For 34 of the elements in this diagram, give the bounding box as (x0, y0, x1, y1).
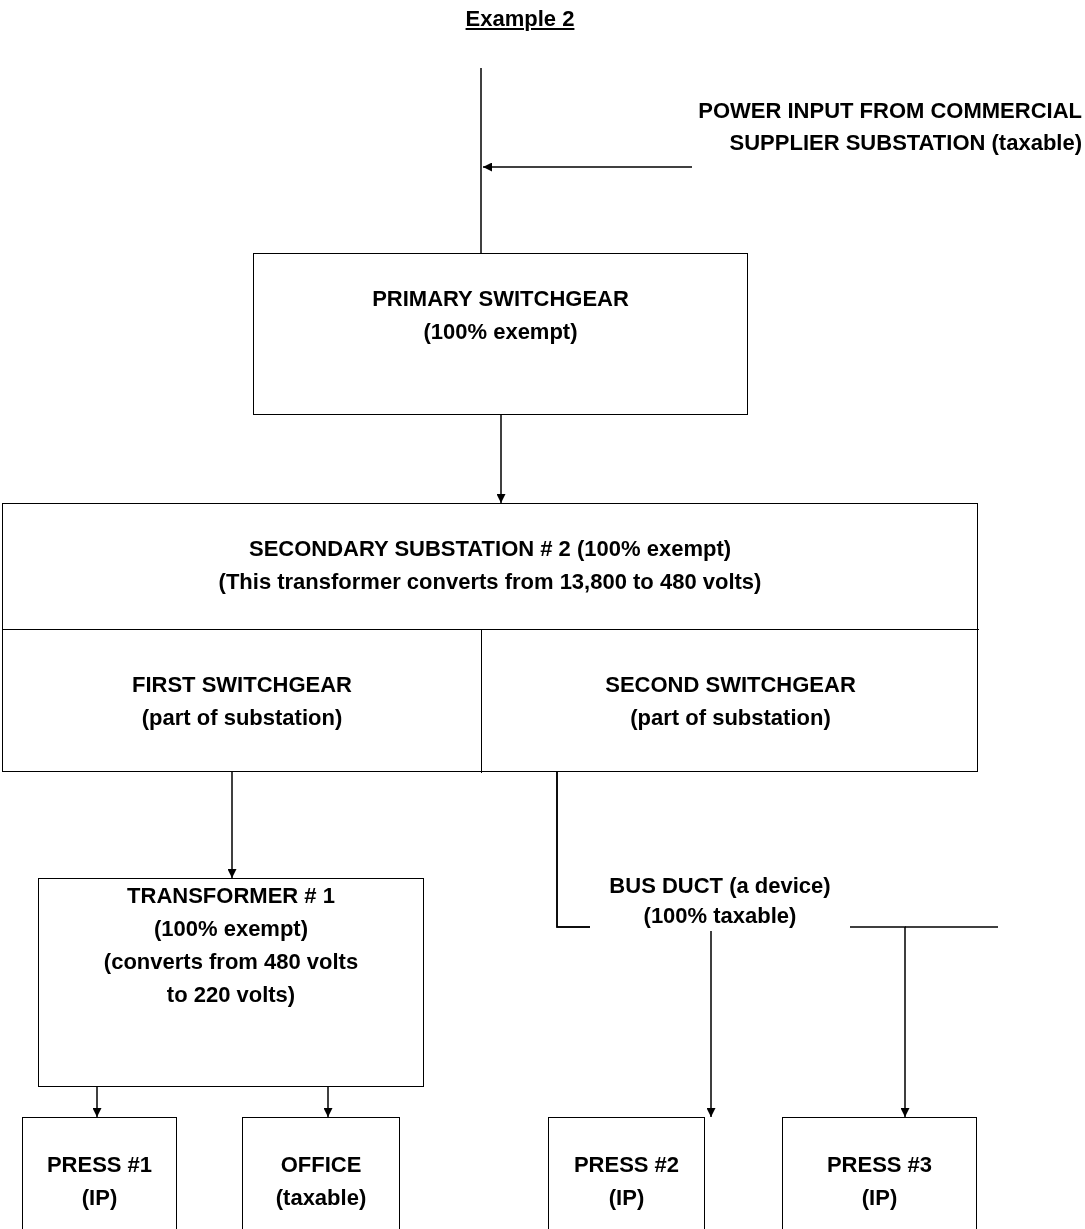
box-text: (IP) (608, 1184, 645, 1212)
arrow (323, 1086, 333, 1118)
power-input-label: POWER INPUT FROM COMMERCIAL SUPPLIER SUBSTATION (taxable) (688, 95, 1082, 195)
box-heading: PRESS #1 (46, 1151, 153, 1179)
arrow (496, 414, 506, 504)
box-text: (This transformer converts from 13,800 to 480 volts) (218, 568, 762, 596)
box-text: (part of substation) (141, 704, 343, 732)
box-text: (part of substation) (630, 704, 831, 732)
box-heading: FIRST SWITCHGEAR (132, 671, 352, 699)
arrow (92, 1086, 102, 1118)
process-box (22, 1117, 177, 1229)
box-heading: TRANSFORMER # 1 (127, 882, 335, 910)
box-heading: SECOND SWITCHGEAR (605, 671, 856, 699)
title: Example 2 (464, 6, 576, 32)
process-box (3, 629, 482, 773)
box-heading: SECONDARY SUBSTATION # 2 (100% exempt) (248, 535, 732, 563)
box-heading: PRESS #2 (573, 1151, 680, 1179)
process-box (548, 1117, 705, 1229)
box-text: (converts from 480 volts to 220 volts) (102, 948, 360, 1009)
box-text: (100% exempt) (153, 915, 309, 943)
process-box (38, 878, 424, 1087)
arrow (227, 771, 237, 879)
arrow (482, 162, 693, 172)
box-heading: PRIMARY SWITCHGEAR (372, 285, 629, 313)
process-box (2, 503, 978, 772)
process-box (242, 1117, 400, 1229)
process-box (253, 253, 748, 415)
box-text: (taxable) (275, 1184, 367, 1212)
box-heading: PRESS #3 (826, 1151, 933, 1179)
box-text: (100% exempt) (423, 318, 578, 346)
box-text: (IP) (861, 1184, 898, 1212)
box-heading: OFFICE (280, 1151, 362, 1179)
box-text: (IP) (81, 1184, 118, 1212)
process-box (782, 1117, 977, 1229)
